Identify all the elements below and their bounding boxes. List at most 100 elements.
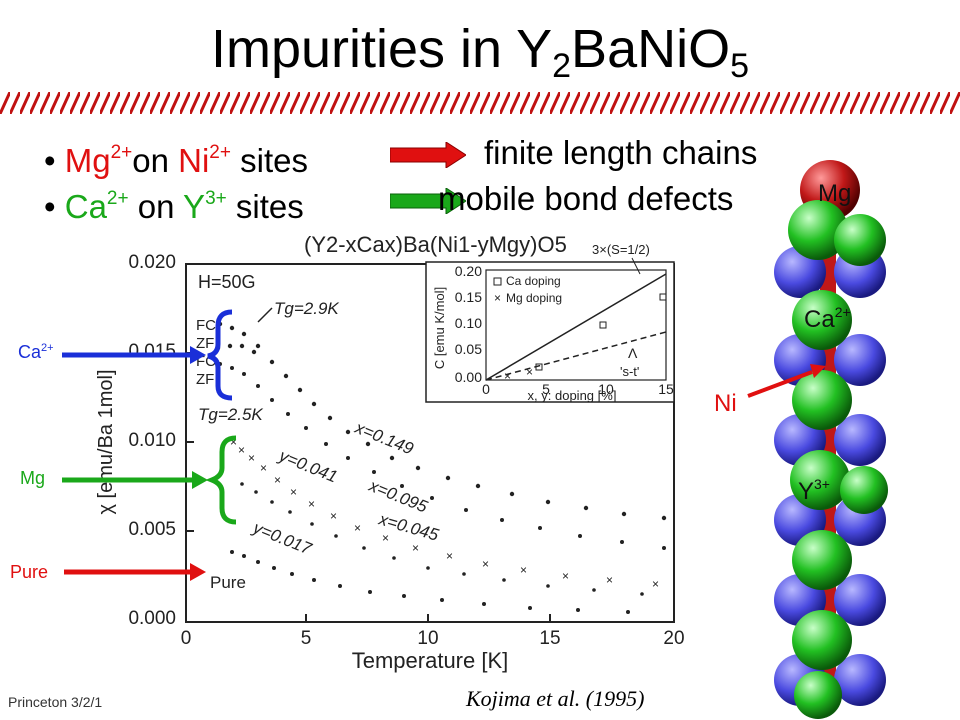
inset-y-tick: 0.00 bbox=[455, 369, 482, 385]
label-tg-29: Tg=2.9K bbox=[274, 299, 339, 318]
svg-text:×: × bbox=[412, 541, 419, 555]
svg-text:×: × bbox=[308, 497, 315, 511]
label-fc-1: FC bbox=[196, 317, 216, 334]
y-tick: 0.000 bbox=[128, 608, 176, 629]
bullet-mid: on bbox=[128, 188, 184, 225]
inset-st-label: 's-t' bbox=[620, 364, 639, 379]
plot-figure: (Y2-xCax)Ba(Ni1-yMgy)O5 0.020 0.015 0.01… bbox=[95, 232, 685, 673]
inset-y-tick: 0.20 bbox=[455, 263, 482, 279]
plot-header: (Y2-xCax)Ba(Ni1-yMgy)O5 bbox=[304, 232, 567, 257]
inset-y-tick: 0.05 bbox=[455, 341, 482, 357]
label-zf-1: ZF bbox=[196, 335, 214, 352]
bullet-mid: on bbox=[132, 142, 179, 179]
inset-x-tick: 10 bbox=[598, 381, 614, 397]
svg-text:×: × bbox=[482, 557, 489, 571]
chain-label-y: Y3+ bbox=[798, 476, 830, 506]
chain-label-ca-charge: 2+ bbox=[834, 304, 851, 320]
y-axis-ticks: 0.020 0.015 0.010 0.005 0.000 bbox=[128, 252, 176, 629]
label-x149: x=0.149 bbox=[352, 418, 417, 459]
title-mid: BaNiO bbox=[571, 19, 731, 79]
svg-text:×: × bbox=[274, 473, 281, 487]
ion-mg-charge: 2+ bbox=[110, 142, 133, 163]
y-axis-label: χ [emu/Ba 1mol] bbox=[95, 370, 117, 515]
ion-ni-charge: 2+ bbox=[209, 142, 231, 163]
label-x095: x=0.095 bbox=[366, 476, 431, 517]
svg-text:×: × bbox=[382, 531, 389, 545]
title-subscript-2: 2 bbox=[552, 47, 572, 85]
inset-y-label: C [emu K/mol] bbox=[432, 287, 447, 369]
svg-text:×: × bbox=[494, 291, 501, 305]
label-zf-2: ZF bbox=[196, 371, 214, 388]
title-subscript-5: 5 bbox=[730, 47, 750, 85]
side-label-ca-charge: 2+ bbox=[41, 342, 54, 354]
inset-y-tick: 0.15 bbox=[455, 289, 482, 305]
inset-lambda: Λ bbox=[628, 345, 638, 361]
label-y017: y=0.017 bbox=[250, 518, 315, 559]
chain-label-y-text: Y bbox=[798, 478, 815, 505]
hatched-divider bbox=[0, 92, 960, 114]
inset-x-label: x, y: doping [%] bbox=[528, 388, 617, 403]
label-pure-curve: Pure bbox=[210, 573, 246, 592]
inset-legend-mg: Mg doping bbox=[506, 291, 562, 305]
footer-date: Princeton 3/2/1 bbox=[8, 694, 103, 710]
chain-label-ni: Ni bbox=[714, 390, 737, 417]
green-arrow-icon bbox=[390, 188, 466, 214]
svg-text:×: × bbox=[520, 563, 527, 577]
y-tick: 0.015 bbox=[128, 341, 176, 362]
inset-plot: 0.20 0.15 0.10 0.05 0.00 0 5 10 15 C [em… bbox=[425, 242, 675, 403]
bullet-result-finite: finite length chains bbox=[484, 134, 758, 171]
y-tick: 0.020 bbox=[128, 252, 176, 273]
ion-y: Y bbox=[183, 188, 206, 225]
ion-mg: Mg bbox=[64, 142, 111, 179]
x-axis-label: Temperature [K] bbox=[352, 648, 509, 673]
svg-text:×: × bbox=[652, 577, 659, 591]
ion-ca-charge: 2+ bbox=[106, 188, 129, 209]
red-arrow-icon bbox=[390, 142, 466, 168]
bullet-dot: • bbox=[44, 142, 56, 179]
svg-text:×: × bbox=[330, 509, 337, 523]
citation: Kojima et al. (1995) bbox=[466, 686, 645, 711]
inset-top-label: 3×(S=1/2) bbox=[592, 242, 650, 257]
svg-text:×: × bbox=[290, 485, 297, 499]
inset-x-tick: 5 bbox=[542, 381, 550, 397]
svg-text:×: × bbox=[526, 365, 533, 379]
chain-model-image bbox=[774, 160, 888, 719]
inset-y-tick: 0.10 bbox=[455, 315, 482, 331]
bullet-tail: sites bbox=[230, 142, 308, 179]
svg-text:×: × bbox=[446, 549, 453, 563]
side-label-ca: Ca2+ bbox=[18, 342, 54, 363]
bullet-list: • Mg2+on Ni2+ sites finite length chains… bbox=[44, 130, 757, 225]
svg-text:×: × bbox=[504, 369, 511, 383]
x-tick: 20 bbox=[663, 628, 684, 649]
side-label-ca-text: Ca bbox=[18, 342, 42, 362]
inset-x-tick: 15 bbox=[658, 381, 674, 397]
side-label-pure: Pure bbox=[10, 562, 49, 582]
inset-legend-ca: Ca doping bbox=[506, 274, 561, 288]
side-label-mg: Mg bbox=[20, 468, 46, 488]
label-y041: y=0.041 bbox=[276, 446, 341, 487]
title-main: Impurities in Y bbox=[210, 19, 553, 79]
bullet-result-mobile: mobile bond defects bbox=[438, 180, 734, 217]
y-tick: 0.010 bbox=[128, 430, 176, 451]
susceptibility-plot: (Y2-xCax)Ba(Ni1-yMgy)O5 0.020 0.015 0.01… bbox=[92, 222, 698, 678]
svg-text:×: × bbox=[230, 435, 237, 449]
ion-ca: Ca bbox=[64, 188, 107, 225]
svg-text:×: × bbox=[238, 443, 245, 457]
svg-text:×: × bbox=[248, 451, 255, 465]
field-label: H=50G bbox=[198, 272, 256, 292]
chain-label-y-charge: 3+ bbox=[814, 476, 830, 492]
x-axis-ticks: 0 5 10 15 20 bbox=[181, 628, 685, 649]
x-tick: 15 bbox=[539, 628, 560, 649]
curve-pure bbox=[230, 550, 630, 614]
bullet-item-ca: • Ca2+ on Y3+ sites mobile bond defects bbox=[44, 176, 733, 225]
x-tick: 0 bbox=[181, 628, 192, 649]
x-tick: 5 bbox=[301, 628, 312, 649]
chain-label-ca: Ca2+ bbox=[804, 304, 851, 334]
chain-label-mg: Mg bbox=[818, 180, 852, 207]
slide-title: Impurities in Y2BaNiO5 bbox=[0, 18, 960, 86]
label-tg-25: Tg=2.5K bbox=[198, 405, 263, 424]
svg-text:×: × bbox=[606, 573, 613, 587]
x-tick: 10 bbox=[417, 628, 438, 649]
curve-x149-zf bbox=[215, 343, 257, 355]
chain-label-ca-text: Ca bbox=[804, 306, 835, 333]
